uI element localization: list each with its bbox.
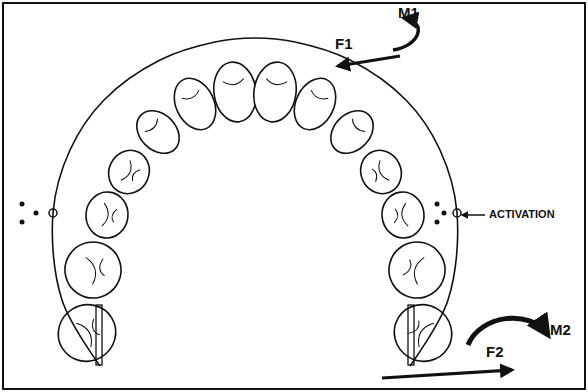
tooth (250, 59, 300, 124)
moment-label: F2 (486, 344, 504, 359)
tooth (59, 236, 127, 304)
moment-arrow (468, 318, 548, 345)
tooth (383, 236, 451, 304)
activation-dots (20, 202, 447, 225)
frame (3, 3, 585, 389)
molar-tube (96, 305, 102, 365)
force-label: F1 (335, 36, 353, 51)
wire-loop (49, 209, 57, 217)
force-arrow (338, 56, 400, 66)
tooth (48, 294, 127, 372)
moment-arrow (393, 18, 418, 50)
force-arrow (382, 370, 512, 378)
molar-tube (408, 305, 414, 365)
teeth (48, 59, 463, 372)
tooth (84, 190, 130, 240)
activation-arrow (462, 214, 485, 216)
archwire-path (52, 38, 457, 366)
tooth (210, 59, 260, 124)
archwire (52, 38, 457, 366)
wire-loop (453, 209, 461, 217)
tooth (380, 190, 426, 240)
moment-label: M1 (398, 5, 419, 20)
force-label: M2 (550, 322, 571, 337)
tooth (384, 294, 463, 372)
activation-label: ACTIVATION (489, 209, 555, 220)
